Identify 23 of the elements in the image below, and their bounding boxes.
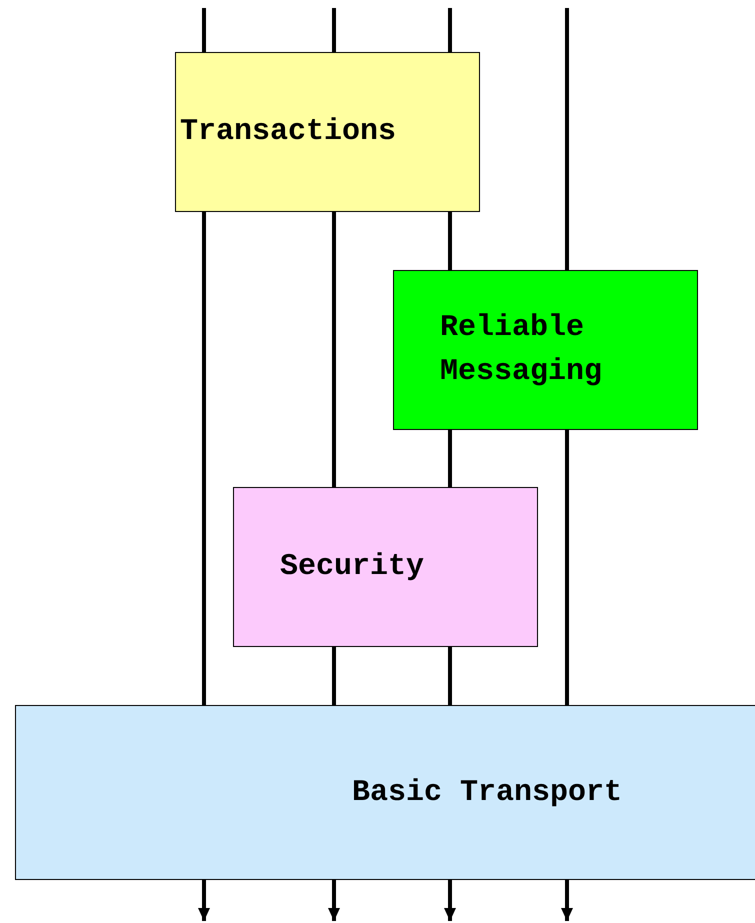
arrow [328,880,340,921]
arrow [198,880,210,921]
layer-box [15,705,755,880]
connector-line [202,8,206,52]
connector-line [565,8,569,270]
connector-line [448,430,452,487]
layer-box [175,52,480,212]
layer-label: Transactions [180,114,398,151]
connector-line [448,8,452,52]
layer-box [393,270,698,430]
connector-line [332,8,336,52]
arrow [444,880,456,921]
connector-line [565,430,569,705]
connector-line [448,647,452,705]
layer-label: Reliable Messaging [440,310,604,391]
connector-line [448,212,452,270]
layer-box [233,487,538,647]
connector-line [202,212,206,705]
connector-line [332,647,336,705]
layer-label: Basic Transport [352,774,624,812]
arrow [561,880,573,921]
connector-line [332,212,336,487]
layer-label: Security [280,549,426,586]
